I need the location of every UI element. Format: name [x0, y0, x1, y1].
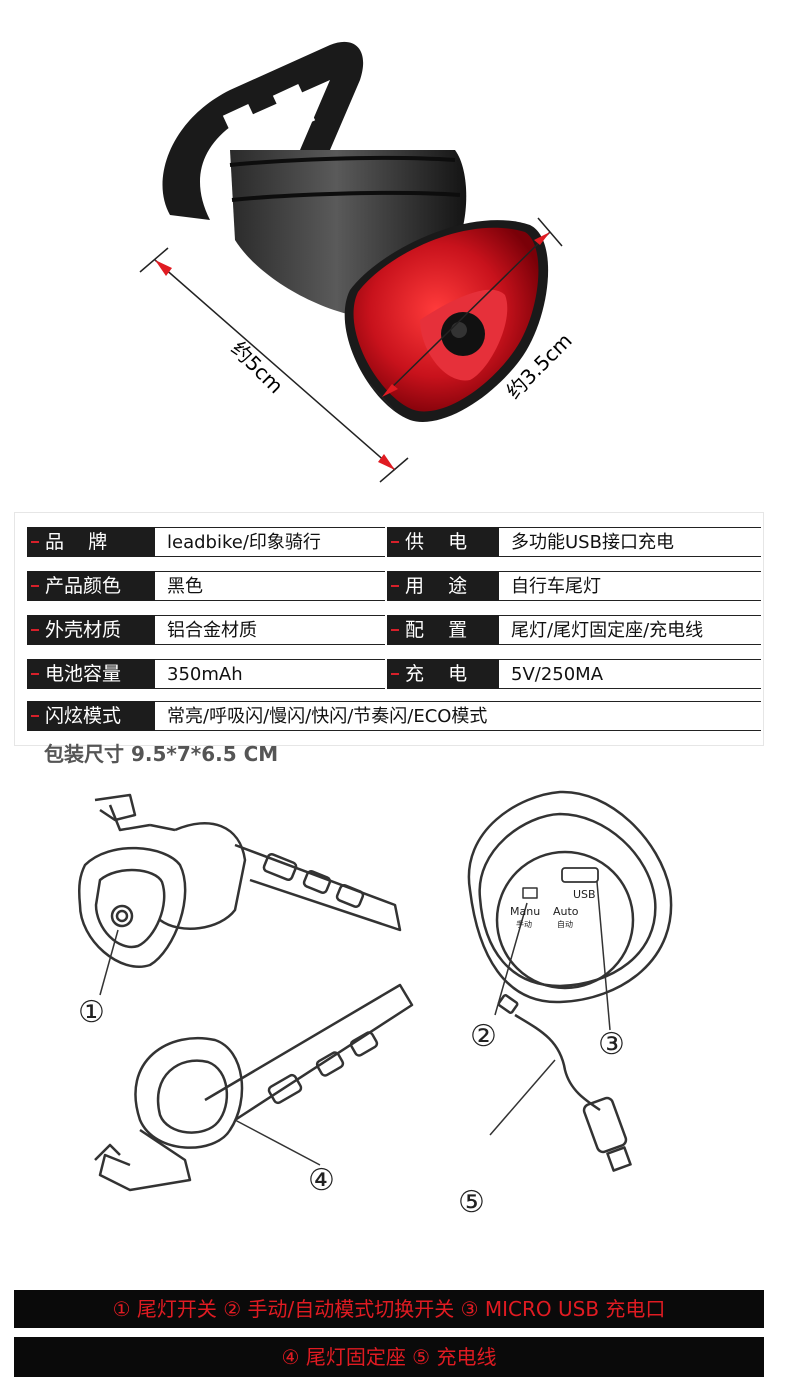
spec-value: 自行车尾灯	[499, 571, 761, 601]
spec-value: 黑色	[155, 571, 385, 601]
spec-value: 尾灯/尾灯固定座/充电线	[499, 615, 761, 645]
spec-label: 用 途	[387, 571, 499, 601]
callout-5: ⑤	[458, 1185, 485, 1220]
switch-auto-label: Auto	[553, 905, 579, 918]
spec-value: leadbike/印象骑行	[155, 527, 385, 557]
dimension-width	[369, 217, 563, 411]
spec-value: 350mAh	[155, 659, 385, 689]
spec-row: 品 牌 leadbike/印象骑行 供 电 多功能USB接口充电	[27, 527, 761, 557]
spec-label: 供 电	[387, 527, 499, 557]
spec-table: 品 牌 leadbike/印象骑行 供 电 多功能USB接口充电 产品颜色 黑色…	[14, 512, 764, 746]
mount-strap	[162, 41, 364, 220]
mount-drawing	[94, 983, 414, 1192]
callout-1: ①	[78, 995, 105, 1030]
spec-row: 闪炫模式 常亮/呼吸闪/慢闪/快闪/节奏闪/ECO模式	[27, 701, 761, 731]
parts-diagram: ① ② ③ ④ ⑤ Manu 手动 Auto 自动 USB	[77, 790, 673, 1220]
legend-line-1: ① 尾灯开关 ② 手动/自动模式切换开关 ③ MICRO USB 充电口	[14, 1290, 764, 1328]
spec-label: 闪炫模式	[27, 701, 155, 731]
switch-auto-cn: 自动	[557, 919, 573, 929]
callout-2: ②	[470, 1019, 497, 1054]
spec-label: 外壳材质	[27, 615, 155, 645]
legend-line-2: ④ 尾灯固定座 ⑤ 充电线	[14, 1337, 764, 1377]
spec-value: 铝合金材质	[155, 615, 385, 645]
spec-row: 外壳材质 铝合金材质 配 置 尾灯/尾灯固定座/充电线	[27, 615, 761, 645]
spec-label: 产品颜色	[27, 571, 155, 601]
callout-4: ④	[308, 1163, 335, 1198]
product-photo: 约5cm 约3.5cm	[139, 41, 577, 483]
taillight-drawing	[77, 793, 402, 996]
spec-label: 充 电	[387, 659, 499, 689]
usb-cable-drawing	[489, 994, 632, 1172]
callout-3: ③	[598, 1027, 625, 1062]
spec-value: 5V/250MA	[499, 659, 761, 689]
spec-label: 品 牌	[27, 527, 155, 557]
dimension-length	[139, 247, 409, 483]
spec-label: 配 置	[387, 615, 499, 645]
switch-panel-drawing	[467, 790, 673, 1031]
usb-port-label: USB	[573, 888, 596, 901]
red-lens	[344, 220, 549, 422]
spec-row: 产品颜色 黑色 用 途 自行车尾灯	[27, 571, 761, 601]
spec-row: 电池容量 350mAh 充 电 5V/250MA	[27, 659, 761, 689]
switch-manu-cn: 手动	[516, 919, 532, 929]
spec-value: 多功能USB接口充电	[499, 527, 761, 557]
switch-manu-label: Manu	[510, 905, 540, 918]
spec-value: 常亮/呼吸闪/慢闪/快闪/节奏闪/ECO模式	[155, 701, 761, 731]
spec-label: 电池容量	[27, 659, 155, 689]
package-size: 包装尺寸 9.5*7*6.5 CM	[44, 742, 279, 766]
